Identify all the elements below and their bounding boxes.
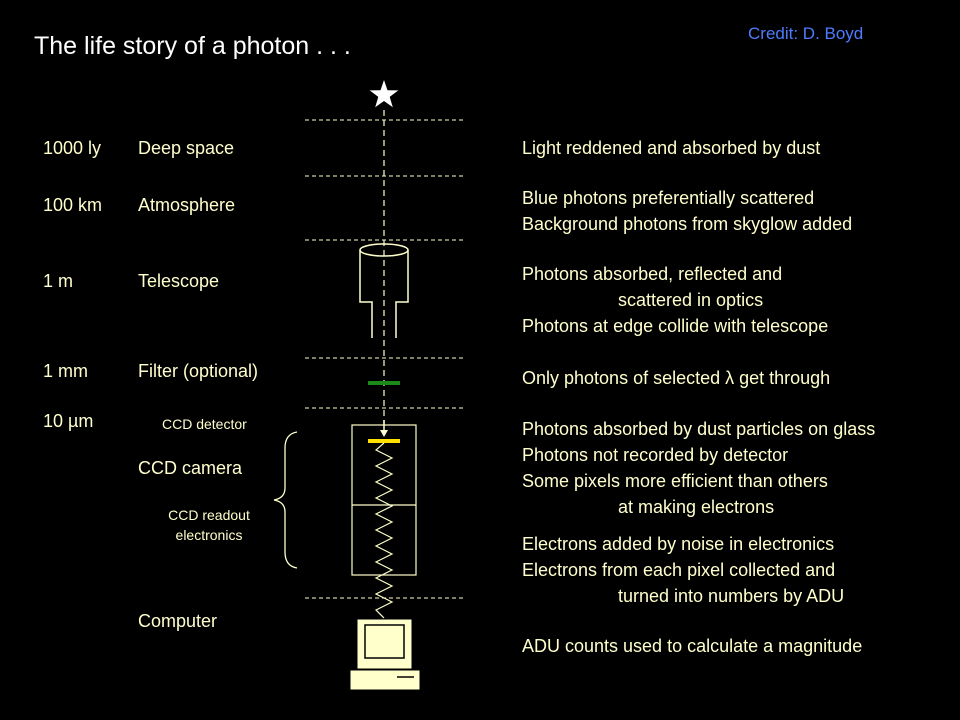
- desc-line: ADU counts used to calculate a magnitude: [522, 636, 863, 656]
- stage-telescope: Telescope: [138, 271, 220, 291]
- desc-atmosphere: Blue photons preferentially scattered Ba…: [522, 185, 852, 237]
- stage-ccd-detector: CCD detector: [162, 416, 247, 432]
- signal-zigzag: [374, 442, 394, 619]
- desc-line: Photons absorbed, reflected and: [522, 264, 783, 284]
- ccd-camera-icon: [351, 424, 417, 576]
- stage-filter: Filter (optional): [138, 361, 259, 381]
- scale-ccd-detector: 10 µm: [43, 411, 94, 431]
- scale-atmosphere: 100 km: [43, 195, 103, 215]
- telescope-icon: [359, 243, 409, 338]
- stage-ccd-readout: CCD readout electronics: [168, 507, 250, 543]
- desc-line: Electrons added by noise in electronics: [522, 534, 835, 554]
- desc-line: Some pixels more efficient than others: [522, 471, 828, 491]
- desc-line: Light reddened and absorbed by dust: [522, 138, 821, 158]
- brace-icon: [273, 431, 298, 569]
- desc-filter: Only photons of selected λ get through: [522, 365, 830, 391]
- stage-computer: Computer: [138, 611, 218, 631]
- desc-deep-space: Light reddened and absorbed by dust: [522, 135, 820, 161]
- stage-ccd-camera: CCD camera: [138, 458, 243, 478]
- desc-line: Electrons from each pixel collected and: [522, 560, 836, 580]
- arrow-head-icon: [380, 430, 388, 437]
- stage-deep-space: Deep space: [138, 138, 235, 158]
- desc-computer: ADU counts used to calculate a magnitude: [522, 633, 862, 659]
- desc-electronics: Electrons added by noise in electronics …: [522, 531, 844, 609]
- desc-line: Photons absorbed by dust particles on gl…: [522, 419, 876, 439]
- stage-atmosphere: Atmosphere: [138, 195, 236, 215]
- desc-line: Photons not recorded by detector: [522, 445, 789, 465]
- desc-line: Background photons from skyglow added: [522, 214, 853, 234]
- desc-line: at making electrons: [618, 497, 775, 517]
- desc-telescope: Photons absorbed, reflected and scattere…: [522, 261, 828, 339]
- desc-line: Only photons of selected λ get through: [522, 368, 831, 388]
- desc-ccd-detector: Photons absorbed by dust particles on gl…: [522, 416, 875, 520]
- scale-filter: 1 mm: [43, 361, 88, 381]
- desc-line: Blue photons preferentially scattered: [522, 188, 815, 208]
- computer-icon: [349, 618, 421, 691]
- scale-deep-space: 1000 ly: [43, 138, 102, 158]
- desc-line: scattered in optics: [618, 290, 764, 310]
- star-icon: [369, 80, 399, 108]
- page-title: The life story of a photon . . .: [34, 32, 351, 60]
- credit-text: Credit: D. Boyd: [748, 24, 864, 43]
- desc-line: turned into numbers by ADU: [618, 586, 845, 606]
- desc-line: Photons at edge collide with telescope: [522, 316, 829, 336]
- scale-telescope: 1 m: [43, 271, 74, 291]
